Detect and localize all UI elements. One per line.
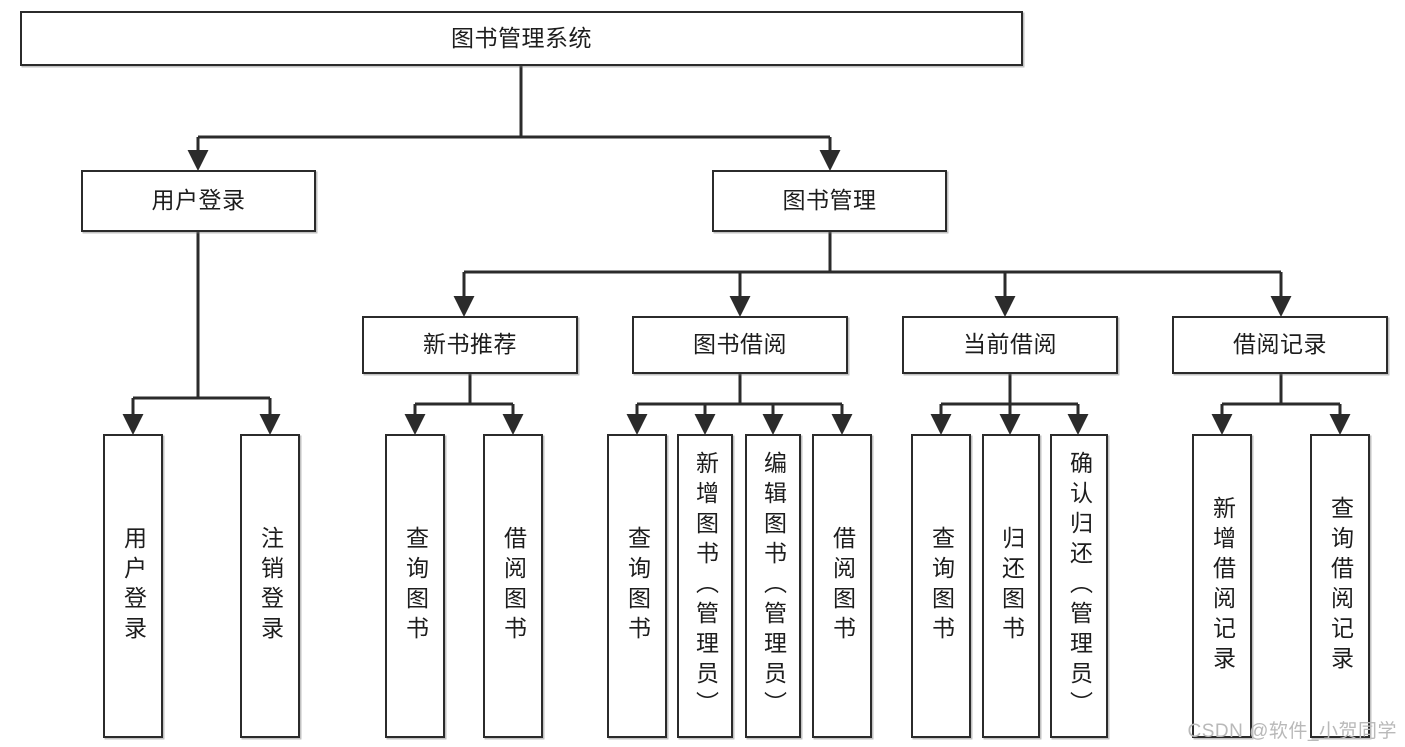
node-user-login[interactable]: 用户登录 bbox=[81, 170, 316, 232]
node-book-management[interactable]: 图书管理 bbox=[712, 170, 947, 232]
leaf-edit-book-admin-label: 编辑图书（管理员） bbox=[760, 451, 787, 721]
leaf-query-borrow-record-label: 查询借阅记录 bbox=[1327, 496, 1354, 676]
leaf-return-book-label: 归还图书 bbox=[998, 526, 1025, 646]
node-user-login-label: 用户登录 bbox=[151, 187, 246, 214]
leaf-edit-book-admin[interactable]: 编辑图书（管理员） bbox=[745, 434, 801, 738]
leaf-query-book-2-label: 查询图书 bbox=[624, 526, 651, 646]
leaf-query-book-3-label: 查询图书 bbox=[928, 526, 955, 646]
leaf-confirm-return-admin-label: 确认归还（管理员） bbox=[1066, 451, 1093, 721]
leaf-user-login[interactable]: 用户登录 bbox=[103, 434, 163, 738]
node-root[interactable]: 图书管理系统 bbox=[20, 11, 1023, 66]
node-root-label: 图书管理系统 bbox=[451, 24, 592, 51]
leaf-borrow-book-1-label: 借阅图书 bbox=[500, 526, 527, 646]
node-new-book-recommend-label: 新书推荐 bbox=[423, 331, 517, 358]
leaf-logout[interactable]: 注销登录 bbox=[240, 434, 300, 738]
node-new-book-recommend[interactable]: 新书推荐 bbox=[362, 316, 578, 374]
node-borrow-record-label: 借阅记录 bbox=[1233, 331, 1327, 358]
leaf-borrow-book-2[interactable]: 借阅图书 bbox=[812, 434, 872, 738]
node-current-borrow[interactable]: 当前借阅 bbox=[902, 316, 1118, 374]
leaf-add-book-admin-label: 新增图书（管理员） bbox=[692, 451, 719, 721]
leaf-confirm-return-admin[interactable]: 确认归还（管理员） bbox=[1050, 434, 1108, 738]
node-book-management-label: 图书管理 bbox=[782, 187, 877, 214]
node-book-borrow[interactable]: 图书借阅 bbox=[632, 316, 848, 374]
node-borrow-record[interactable]: 借阅记录 bbox=[1172, 316, 1388, 374]
leaf-add-borrow-record[interactable]: 新增借阅记录 bbox=[1192, 434, 1252, 738]
leaf-borrow-book-1[interactable]: 借阅图书 bbox=[483, 434, 543, 738]
leaf-add-book-admin[interactable]: 新增图书（管理员） bbox=[677, 434, 733, 738]
node-current-borrow-label: 当前借阅 bbox=[963, 331, 1057, 358]
leaf-borrow-book-2-label: 借阅图书 bbox=[829, 526, 856, 646]
leaf-query-book-1-label: 查询图书 bbox=[402, 526, 429, 646]
leaf-return-book[interactable]: 归还图书 bbox=[982, 434, 1040, 738]
leaf-query-borrow-record[interactable]: 查询借阅记录 bbox=[1310, 434, 1370, 738]
node-book-borrow-label: 图书借阅 bbox=[693, 331, 787, 358]
leaf-user-login-label: 用户登录 bbox=[120, 526, 147, 646]
leaf-query-book-3[interactable]: 查询图书 bbox=[911, 434, 971, 738]
leaf-logout-label: 注销登录 bbox=[257, 526, 284, 646]
leaf-query-book-2[interactable]: 查询图书 bbox=[607, 434, 667, 738]
leaf-query-book-1[interactable]: 查询图书 bbox=[385, 434, 445, 738]
leaf-add-borrow-record-label: 新增借阅记录 bbox=[1209, 496, 1236, 676]
